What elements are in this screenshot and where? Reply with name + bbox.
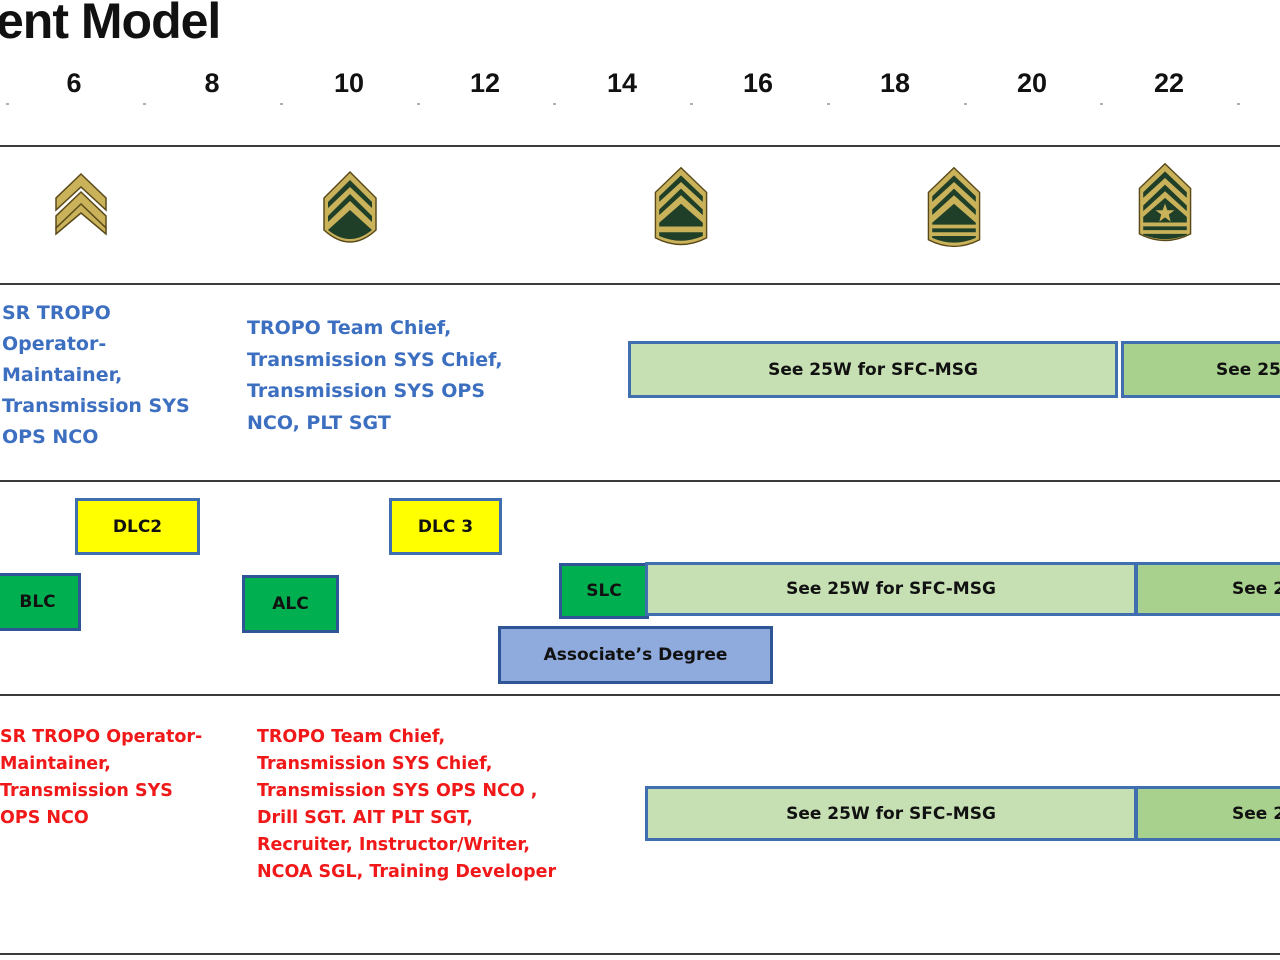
assignment-line: Transmission SYS Chief, <box>247 348 503 371</box>
assignment-line: SR TROPO Operator- <box>0 727 203 747</box>
assignment-line: Transmission SYS Chief, <box>257 754 493 774</box>
dlc2-box: DLC2 <box>75 498 200 555</box>
year-tick: 14 <box>606 68 638 98</box>
slc-box: SLC <box>559 563 649 619</box>
assignment-line: OPS NCO <box>2 426 99 448</box>
assignment-line: Transmission SYS <box>0 781 173 801</box>
broad-see-25w-bar: See 25W for SFC-MSG <box>645 786 1137 841</box>
assignment-line: Transmission SYS OPS NCO , <box>257 781 538 801</box>
ssg-chevron-icon <box>323 170 377 243</box>
blc-box: BLC <box>0 573 81 631</box>
sgm-chevron-icon <box>1138 162 1192 242</box>
timeline-minor-ticks <box>6 103 1240 105</box>
assignment-line: Maintainer, <box>2 364 123 386</box>
assignment-line: Transmission SYS OPS <box>247 380 486 402</box>
section-divider <box>0 145 1280 147</box>
year-tick: 8 <box>204 68 220 98</box>
year-tick: 20 <box>1016 68 1048 98</box>
see-25z-bar: See 25Z <box>1121 341 1280 398</box>
assignment-line: Transmission SYS <box>2 395 190 417</box>
year-tick: 6 <box>66 68 82 98</box>
page-title: ent Model <box>0 0 221 49</box>
key-assignments-sgt: SR TROPO Operator- Maintainer, Transmiss… <box>2 298 190 453</box>
year-tick: 18 <box>879 68 911 98</box>
assignment-line: TROPO Team Chief, <box>247 317 452 339</box>
section-divider <box>0 953 1280 955</box>
year-tick: 10 <box>333 68 365 98</box>
dlc3-box: DLC 3 <box>389 498 502 555</box>
slc-see-25w-bar: See 25W for SFC-MSG <box>645 562 1137 616</box>
assignment-line: NCO, PLT SGT <box>247 411 391 434</box>
assignment-line: NCOA SGL, Training Developer <box>257 862 557 882</box>
assignment-line: OPS NCO <box>0 808 89 828</box>
broadening-assignments-ssg: TROPO Team Chief, Transmission SYS Chief… <box>257 724 556 886</box>
assignment-line: Operator- <box>2 333 107 355</box>
alc-box: ALC <box>242 575 339 633</box>
sfc-chevron-icon <box>654 166 708 246</box>
year-tick: 12 <box>469 68 501 98</box>
assignment-line: Recruiter, Instructor/Writer, <box>257 835 531 855</box>
broad-see-2-bar: See 2 <box>1135 786 1280 841</box>
year-tick: 22 <box>1153 68 1185 98</box>
key-assignments-ssg: TROPO Team Chief, Transmission SYS Chief… <box>247 313 503 439</box>
assignment-line: TROPO Team Chief, <box>257 727 446 747</box>
msg-chevron-icon <box>927 166 981 248</box>
sgt-chevron-icon <box>55 172 107 236</box>
associate-degree-box: Associate’s Degree <box>498 626 773 684</box>
section-divider <box>0 283 1280 285</box>
section-divider <box>0 480 1280 482</box>
assignment-line: Drill SGT. AIT PLT SGT, <box>257 808 473 828</box>
section-divider <box>0 694 1280 696</box>
see-25w-bar: See 25W for SFC-MSG <box>628 341 1118 398</box>
assignment-line: SR TROPO <box>2 302 111 324</box>
assignment-line: Maintainer, <box>0 754 111 774</box>
year-tick: 16 <box>742 68 774 98</box>
broadening-assignments-sgt: SR TROPO Operator- Maintainer, Transmiss… <box>0 724 202 832</box>
slc-see-2-bar: See 2 <box>1135 562 1280 616</box>
